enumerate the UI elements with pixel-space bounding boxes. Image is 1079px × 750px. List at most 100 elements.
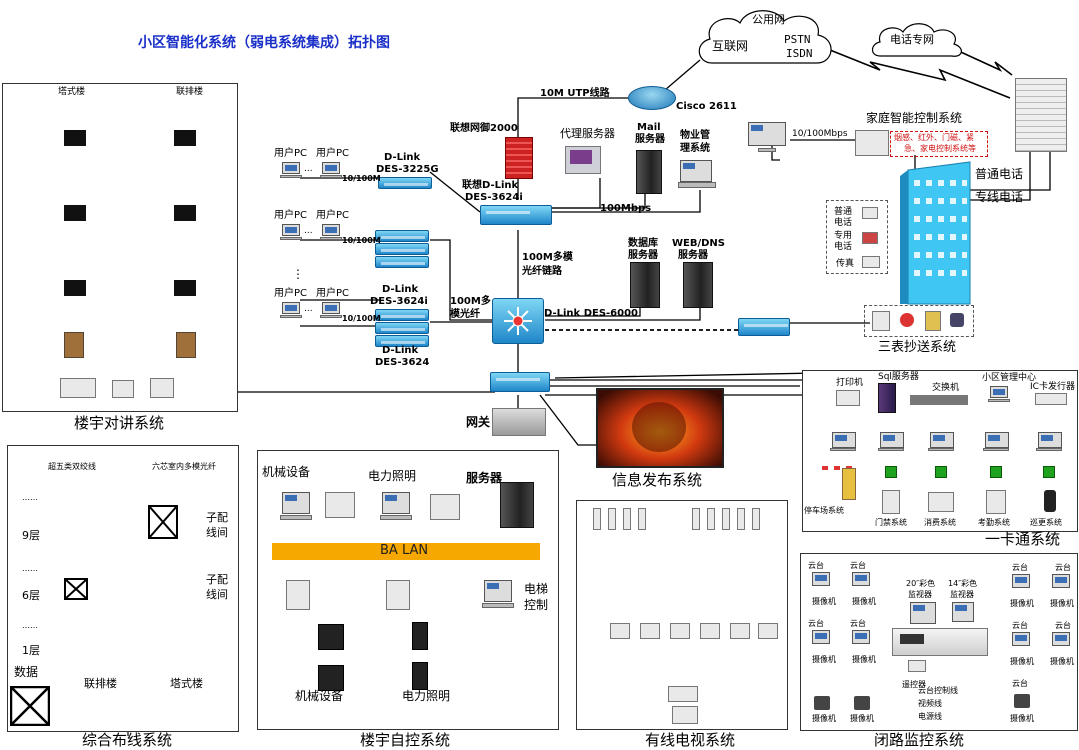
elevator-label-1: 电梯: [524, 582, 549, 596]
intercom-printer-icon: [150, 378, 174, 398]
user-pc-icon: [280, 224, 302, 240]
db-server-label-2: 服务器: [628, 250, 658, 261]
dl3624i-switch-b-icon: [375, 322, 429, 334]
property-system-label-2: 理系统: [680, 143, 710, 154]
ba-mech-label: 机械设备: [262, 465, 311, 479]
ptz-label: 云台: [1055, 621, 1071, 630]
camera-label: 摄像机: [1010, 714, 1034, 723]
intercom-unit-icon: [174, 130, 196, 146]
controller-icon: [885, 466, 897, 478]
ba-mech2-label: 机械设备: [295, 689, 344, 703]
sub-distribution-label-2: 线间: [206, 588, 228, 601]
onecard-printer-icon: [836, 390, 860, 406]
fiber100-label-2: 模光纤: [450, 309, 480, 320]
pstn-label: PSTN: [784, 33, 811, 46]
floor-9-label: 9层: [22, 529, 40, 542]
floor-ellipsis-label: ……: [22, 564, 38, 573]
camera-label: 摄像机: [1010, 657, 1034, 666]
dl3225-label-2: DES-3225G: [376, 164, 439, 175]
camera-icon: [1014, 694, 1030, 708]
floor-1-label: 1层: [22, 644, 40, 657]
elevator-pc-icon: [482, 580, 514, 610]
user-pc-icon: [280, 302, 302, 318]
catv-caption: 有线电视系统: [645, 731, 736, 749]
firewall-icon: [505, 137, 533, 179]
onecard-printer-label: 打印机: [836, 378, 864, 388]
monitor14-label-1: 14″彩色: [948, 579, 978, 588]
patch-panel-icon: [148, 505, 178, 539]
onecard-item-label: 巡更系统: [1030, 518, 1062, 527]
user-pc-icon: [320, 302, 342, 318]
alarm-icon: [900, 313, 914, 327]
camera-icon: [1012, 574, 1032, 594]
dl3225-switch-icon: [378, 177, 432, 189]
onecard-center-pc-icon: [988, 386, 1010, 402]
normal-phone-label-1: 普通: [834, 207, 853, 217]
fiber100-label-1: 100M多: [450, 296, 491, 307]
home-control-red-1: 烟感、红外、门磁、紧: [894, 133, 974, 142]
normal-tel-label: 普通电话: [975, 167, 1024, 181]
db-server-label-1: 数据库: [628, 238, 658, 249]
sub-distribution-label-1: 子配: [206, 573, 228, 586]
gateway-label: 网关: [466, 415, 491, 429]
patch-panel-icon: [64, 578, 88, 600]
info-display-logo-icon: [632, 402, 686, 452]
page-title: 小区智能化系统（弱电系统集成）拓扑图: [138, 35, 390, 51]
dl3624i-switch-a-icon: [375, 309, 429, 321]
link-speed-label: 10/100M: [342, 314, 381, 323]
gateway-icon: [492, 408, 546, 436]
cabling-tower-label: 塔式楼: [170, 677, 203, 690]
matrix-display-icon: [900, 634, 924, 644]
intercom-unit-icon: [174, 205, 196, 221]
intercom-pc-icon: [112, 380, 134, 398]
catv-amplifier-icon: [610, 623, 630, 639]
property-system-label-1: 物业管: [680, 130, 710, 141]
cat5-label: 超五类双绞线: [48, 462, 96, 471]
ptz-label: 云台: [1055, 563, 1071, 572]
intercom-panel: [2, 83, 238, 412]
vertical-ellipsis-label: ⋮: [292, 267, 304, 281]
home-speed-label: 10/100Mbps: [792, 129, 848, 139]
private-phone-label-1: 专用: [834, 231, 853, 241]
fax-icon: [862, 256, 880, 268]
user-pc-label: 用户PC: [274, 210, 308, 221]
ptz-label: 云台: [808, 561, 824, 570]
camera-label: 摄像机: [852, 655, 876, 664]
pos-terminal-icon: [928, 492, 954, 512]
intercom-caption: 楼宇对讲系统: [74, 414, 165, 432]
home-control-title: 家庭智能控制系统: [866, 111, 963, 125]
onecard-terminal-pc-icon: [830, 432, 856, 452]
access-switch-2b-icon: [375, 243, 429, 255]
apartment-building-icon: [900, 161, 971, 305]
onecard-caption: 一卡通系统: [985, 530, 1061, 548]
user-pc-label: 用户PC: [316, 288, 350, 299]
dl3624i-label-1: D-Link: [382, 284, 419, 295]
phone-icon: [950, 313, 964, 327]
onecard-terminal-pc-icon: [928, 432, 954, 452]
catv-receiver-icon: [593, 508, 601, 530]
property-system-pc-icon: [678, 160, 718, 188]
dl3624-switch-icon: [375, 335, 429, 347]
home-control-box: [890, 131, 988, 157]
sub-distribution-label-1: 子配: [206, 511, 228, 524]
management-monitor-icon: [748, 122, 788, 152]
core-switch-label-1: 联想D-Link: [462, 180, 519, 191]
onecard-sql-server-icon: [878, 383, 896, 413]
star-router-icon: [504, 307, 532, 335]
meter-icon: [872, 311, 890, 331]
monitor20-label-1: 20″彩色: [906, 579, 936, 588]
monitor-icon: [952, 602, 974, 624]
camera-label: 摄像机: [850, 714, 874, 723]
mail-server-label-2: 服务器: [635, 134, 665, 145]
ba-controller-icon: [286, 580, 310, 610]
cctv-caption: 闭路监控系统: [874, 731, 965, 749]
firewall-label: 联想网御2000: [450, 123, 518, 134]
camera-label: 摄像机: [812, 597, 836, 606]
normal-phone-label-2: 电话: [834, 218, 853, 228]
onecard-item-label: 考勤系统: [978, 518, 1010, 527]
meter-system-label: 三表抄送系统: [878, 340, 957, 355]
web-server-label-1: WEB/DNS: [672, 238, 726, 249]
proxy-server-screen: [570, 150, 592, 164]
ba-lan-bar: [272, 543, 540, 560]
ba-controller-icon: [386, 580, 410, 610]
